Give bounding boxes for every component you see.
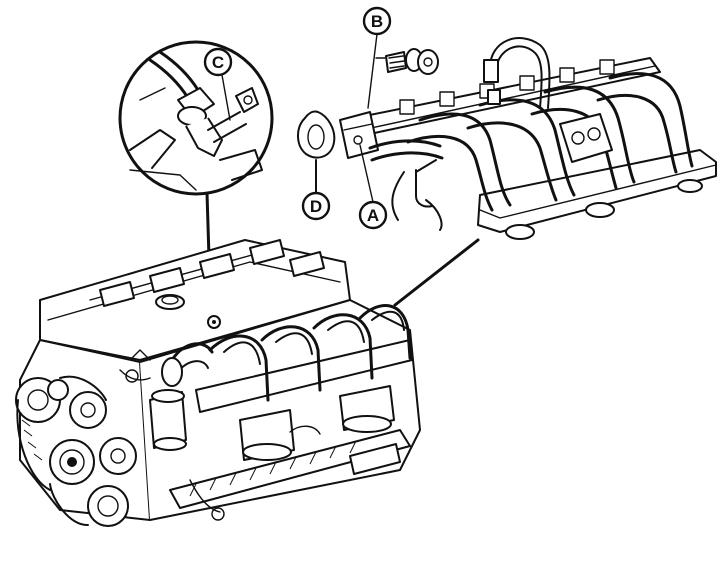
callout-labels: B C D A bbox=[203, 6, 392, 230]
callout-c: C bbox=[203, 47, 233, 121]
callout-d: D bbox=[301, 191, 331, 221]
detail-c-magnifier bbox=[118, 40, 274, 196]
runner-bodies bbox=[239, 385, 395, 461]
bolt-part-b bbox=[385, 48, 439, 75]
gasket-part-d bbox=[297, 110, 336, 193]
exploded-intake-manifold bbox=[339, 37, 717, 240]
callout-c-text: C bbox=[212, 53, 224, 72]
callout-b: B bbox=[362, 6, 392, 109]
callout-d-text: D bbox=[310, 197, 322, 216]
callout-a-text: A bbox=[367, 206, 379, 225]
belt-pulleys bbox=[15, 375, 137, 527]
installed-intake-manifold bbox=[161, 304, 413, 413]
callout-a: A bbox=[358, 144, 388, 230]
main-engine-block bbox=[15, 239, 421, 527]
callout-b-text: B bbox=[371, 12, 383, 31]
leader-manifold bbox=[393, 238, 480, 307]
